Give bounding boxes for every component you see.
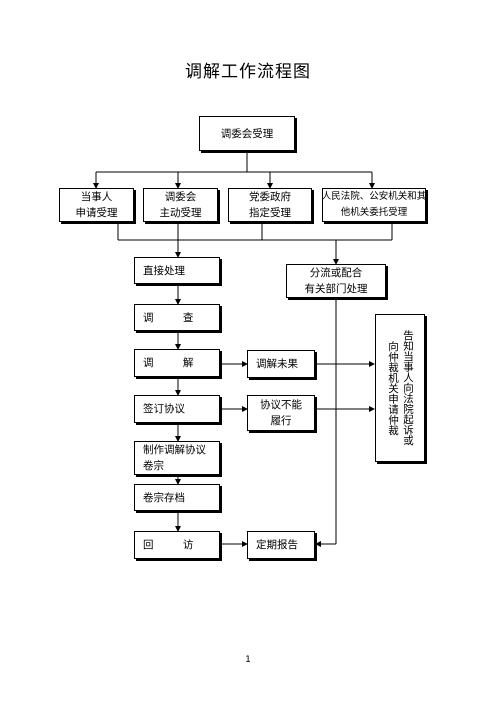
page-number: 1 [245, 655, 251, 665]
party-gov-assign-box: 党委政府 指定受理 [228, 188, 312, 222]
party-gov-assign-line1: 党委政府 [249, 191, 291, 203]
agreement-unperformed-line1: 协议不能 [260, 399, 302, 411]
divert-coordinate-line2: 有关部门处理 [304, 283, 368, 295]
investigate-box: 调 查 [134, 304, 220, 331]
committee-accept-box: 调委会受理 [199, 116, 295, 151]
revisit-box: 回 访 [134, 531, 220, 559]
court-police-entrust-box: 人民法院、公安机关和其 他机关委托受理 [322, 188, 426, 222]
party-apply-line1: 当事人 [80, 191, 113, 203]
archive-dossier-box: 卷宗存档 [134, 484, 220, 511]
revisit-label: 回 访 [143, 539, 194, 551]
make-mediation-dossier-box: 制作调解协议 卷宗 [134, 441, 220, 475]
page-title: 调解工作流程图 [185, 62, 311, 82]
inform-lawsuit-line: 告知当事人向法院起诉或 [402, 330, 414, 446]
mediate-label: 调 解 [143, 357, 194, 369]
periodic-report-label: 定期报告 [256, 539, 298, 551]
committee-initiative-box: 调委会 主动受理 [143, 188, 218, 222]
mediate-box: 调 解 [134, 349, 220, 377]
party-apply-box: 当事人 申请受理 [59, 188, 134, 222]
agreement-unperformed-line2: 履行 [270, 415, 292, 427]
mediation-failed-label: 调解未果 [256, 358, 298, 370]
periodic-report-box: 定期报告 [247, 531, 315, 559]
party-gov-assign-line2: 指定受理 [249, 207, 291, 219]
direct-handle-label: 直接处理 [143, 264, 185, 277]
court-police-entrust-line2: 他机关委托受理 [340, 207, 408, 218]
investigate-label: 调 查 [143, 311, 194, 324]
inform-lawsuit-arbitration-box: 告知当事人向法院起诉或 向仲裁机关申请仲裁 [375, 314, 425, 462]
direct-handle-box: 直接处理 [134, 257, 220, 284]
committee-accept-label: 调委会受理 [220, 127, 274, 140]
inform-arbitration-line: 向仲裁机关申请仲裁 [387, 340, 399, 436]
sign-agreement-label: 签订协议 [143, 403, 185, 415]
sign-agreement-box: 签订协议 [134, 395, 220, 423]
mediation-failed-box: 调解未果 [247, 350, 315, 378]
make-mediation-dossier-line1: 制作调解协议 [143, 444, 206, 456]
committee-initiative-line2: 主动受理 [159, 207, 202, 219]
archive-dossier-label: 卷宗存档 [143, 491, 185, 504]
divert-coordinate-box: 分流或配合 有关部门处理 [286, 264, 386, 298]
divert-coordinate-line1: 分流或配合 [309, 267, 363, 279]
court-police-entrust-line1: 人民法院、公安机关和其 [321, 191, 427, 202]
inform-lawsuit-arbitration-text: 告知当事人向法院起诉或 向仲裁机关申请仲裁 [385, 330, 415, 446]
make-mediation-dossier-line2: 卷宗 [143, 460, 164, 472]
committee-initiative-line1: 调委会 [164, 191, 197, 203]
agreement-unperformed-box: 协议不能 履行 [247, 395, 315, 431]
party-apply-line2: 申请受理 [75, 207, 118, 219]
